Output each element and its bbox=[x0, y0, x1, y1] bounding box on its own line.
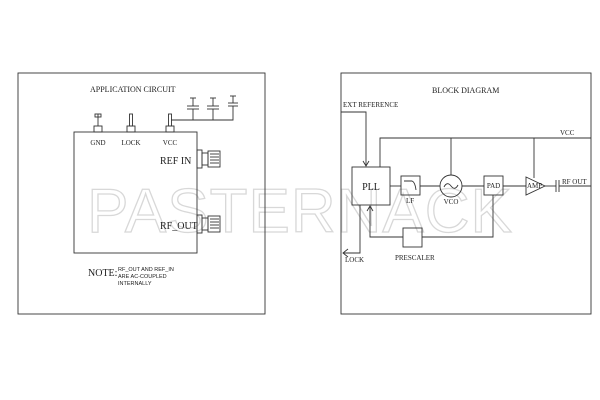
application-title: APPLICATION CIRCUIT bbox=[90, 85, 176, 94]
pad-label: PAD bbox=[487, 182, 500, 190]
prescaler-arrow-icon bbox=[366, 205, 374, 212]
pad-block bbox=[483, 175, 504, 196]
amp-label: AMP bbox=[527, 182, 542, 190]
rf-out-block-label: RF OUT bbox=[562, 178, 587, 186]
block-title: BLOCK DIAGRAM bbox=[432, 86, 499, 95]
block-panel-border bbox=[340, 72, 592, 315]
note-line-3: INTERNALLY bbox=[118, 281, 152, 287]
vcc-line bbox=[379, 137, 591, 167]
amp-triangle-icon bbox=[525, 176, 547, 196]
feedback-line bbox=[422, 195, 494, 238]
lf-label: LF bbox=[406, 197, 414, 205]
lock-label: LOCK bbox=[345, 256, 364, 264]
dc-block-capacitor-icon bbox=[555, 180, 560, 192]
ext-reference-arrow-icon bbox=[362, 160, 370, 167]
ref-in-label: REF IN bbox=[160, 156, 191, 167]
lf-block bbox=[400, 175, 421, 196]
pin-label-lock: LOCK bbox=[121, 139, 140, 147]
note-label: NOTE: bbox=[88, 268, 117, 279]
lowpass-filter-icon bbox=[404, 180, 417, 191]
ref-in-connector-icon bbox=[196, 149, 221, 169]
application-circuit-panel: APPLICATION CIRCUIT GND LOCK VCC REF IN … bbox=[17, 72, 266, 315]
watermark: PASTERNACK bbox=[87, 177, 513, 246]
note-line-1: RF_OUT AND REF_IN bbox=[118, 267, 174, 273]
lock-arrow-icon bbox=[342, 248, 349, 258]
rf-out-label: RF_OUT bbox=[160, 221, 198, 232]
vco-label: VCO bbox=[444, 198, 459, 206]
pll-label: PLL bbox=[362, 182, 380, 193]
rf-out-connector-icon bbox=[196, 214, 221, 234]
prescaler-block bbox=[402, 227, 423, 248]
ext-reference-label: EXT REFERENCE bbox=[343, 101, 398, 109]
lock-line bbox=[343, 205, 361, 254]
application-panel-border bbox=[17, 72, 266, 315]
vcc-pin-icon bbox=[165, 113, 175, 133]
gnd-pin-icon bbox=[93, 113, 103, 133]
note-line-2: ARE AC-COUPLED bbox=[118, 274, 167, 280]
vcc-label: VCC bbox=[560, 129, 575, 137]
ext-reference-line bbox=[341, 111, 367, 166]
bypass-capacitors-icon bbox=[171, 95, 238, 121]
module-body bbox=[73, 131, 198, 254]
prescaler-label: PRESCALER bbox=[395, 254, 435, 262]
pin-label-vcc: VCC bbox=[163, 139, 178, 147]
sine-wave-icon bbox=[443, 183, 459, 189]
block-diagram-panel: BLOCK DIAGRAM EXT REFERENCE VCC PLL LF V… bbox=[340, 72, 592, 315]
lock-pin-icon bbox=[126, 113, 136, 133]
prescaler-to-pll-line bbox=[369, 206, 403, 238]
pin-label-gnd: GND bbox=[90, 139, 105, 147]
